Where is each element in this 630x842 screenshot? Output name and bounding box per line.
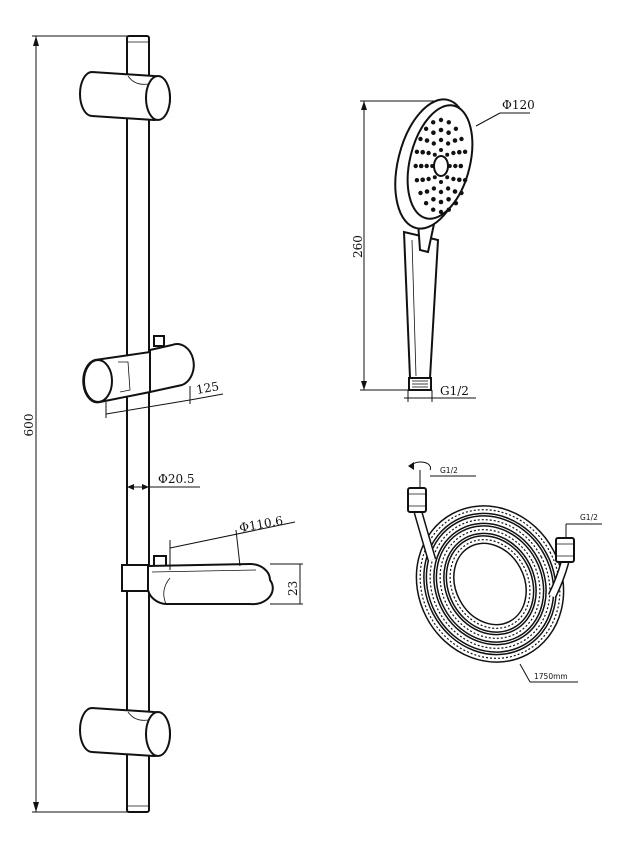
nozzle-dot: [431, 186, 437, 191]
nozzle-dot: [438, 137, 444, 143]
nozzle-dot: [438, 199, 444, 205]
soap-dish: [121, 555, 274, 606]
nozzle-dot: [446, 130, 451, 135]
head-length-dimension: 260: [351, 100, 440, 391]
nozzle-dot: [439, 148, 443, 152]
nozzle-dot: [453, 126, 459, 131]
nozzle-dot: [424, 163, 429, 169]
hand-shower-assembly: 260 Φ120 G1/: [351, 98, 535, 402]
slider-holder: [82, 335, 195, 404]
nozzle-dot: [445, 152, 450, 157]
hose-loop: [419, 509, 561, 659]
nozzle-dot: [431, 120, 436, 125]
hose-loop: [429, 519, 551, 649]
hose-tail-top: [415, 511, 435, 561]
nozzle-dot: [445, 175, 450, 180]
dish-height-dimension: 23: [270, 563, 303, 605]
slider-depth-dimension: 125: [105, 379, 224, 418]
dish-diameter-dimension: Φ110.6: [169, 513, 296, 570]
nozzle-dot: [418, 190, 423, 196]
nozzle-dot: [431, 130, 436, 135]
hose-length-dimension: 1750mm: [519, 663, 578, 683]
nozzle-dot: [462, 149, 468, 154]
nozzle-dot: [451, 150, 456, 156]
nozzle-dot: [439, 180, 443, 184]
hose-thread-top-label: G1/2: [440, 466, 458, 475]
slide-bar-assembly: 600 125: [22, 35, 303, 813]
nozzle-dot: [420, 149, 426, 155]
nozzle-dot: [418, 136, 423, 142]
nozzle-dot: [446, 120, 451, 125]
nozzle-dot: [446, 197, 451, 202]
hose-connector-top: G1/2: [407, 461, 476, 513]
spray-nozzles: [413, 117, 468, 215]
rod: [126, 35, 150, 813]
nozzle-dot: [423, 201, 429, 206]
nozzle-dot: [424, 189, 430, 194]
shower-handle: [402, 220, 440, 391]
rod-diameter-dimension: Φ20.5: [126, 472, 200, 490]
top-wall-bracket: [79, 70, 171, 122]
nozzle-dot: [445, 141, 451, 146]
nozzle-dot: [432, 152, 437, 157]
nozzle-dot: [457, 149, 462, 155]
shower-head: [394, 98, 474, 230]
nozzle-dot: [432, 175, 437, 180]
nozzle-dot: [426, 176, 431, 182]
nozzle-dot: [438, 189, 444, 195]
bar-length-label: 600: [22, 414, 36, 437]
head-length-label: 260: [351, 235, 365, 258]
nozzle-dot: [453, 201, 459, 206]
hose-thread-right-label: G1/2: [580, 513, 598, 522]
dish-diameter-label: Φ110.6: [238, 513, 284, 534]
nozzle-dot: [453, 163, 458, 169]
nozzle-dot: [431, 141, 436, 146]
nozzle-dot: [451, 176, 456, 182]
nozzle-dot: [438, 117, 444, 123]
nozzle-dot: [462, 178, 468, 183]
nozzle-dot: [457, 177, 462, 183]
hose-coils: [413, 505, 570, 663]
nozzle-dot: [446, 207, 451, 212]
hose-loop: [439, 529, 541, 639]
hose-connector-right: G1/2: [555, 513, 602, 563]
nozzle-dot: [413, 163, 418, 169]
bar-height-dimension: 600: [22, 35, 140, 813]
dish-height-label: 23: [286, 581, 300, 596]
nozzle-dot: [418, 163, 424, 169]
bottom-wall-bracket: [79, 706, 171, 758]
nozzle-dot: [420, 177, 426, 183]
hose-tail-right: [549, 561, 568, 598]
hose-loop: [449, 539, 531, 629]
nozzle-dot: [452, 138, 458, 143]
head-diameter-label: Φ120: [502, 98, 535, 112]
nozzle-dot: [458, 163, 464, 169]
nozzle-dot: [423, 126, 429, 131]
nozzle-dot: [414, 178, 420, 183]
nozzle-dot: [424, 138, 430, 143]
nozzle-dot: [459, 136, 464, 142]
nozzle-dot: [438, 127, 444, 133]
nozzle-dot: [414, 149, 420, 154]
head-thread-label: G1/2: [440, 384, 469, 398]
nozzle-dot: [426, 150, 431, 156]
nozzle-dot: [445, 186, 451, 191]
nozzle-dot: [431, 207, 436, 212]
hose-length-label: 1750mm: [534, 672, 568, 681]
slider-depth-label: 125: [195, 379, 220, 397]
nozzle-dot: [438, 209, 444, 215]
nozzle-dot: [431, 197, 436, 202]
nozzle-dot: [452, 189, 458, 194]
head-thread-dimension: G1/2: [404, 384, 476, 402]
head-diameter-dimension: Φ120: [475, 98, 535, 127]
hose-assembly: G1/2 G1/2 1750mm: [407, 461, 602, 683]
nozzle-dot: [459, 190, 464, 196]
rod-diameter-label: Φ20.5: [158, 472, 195, 486]
